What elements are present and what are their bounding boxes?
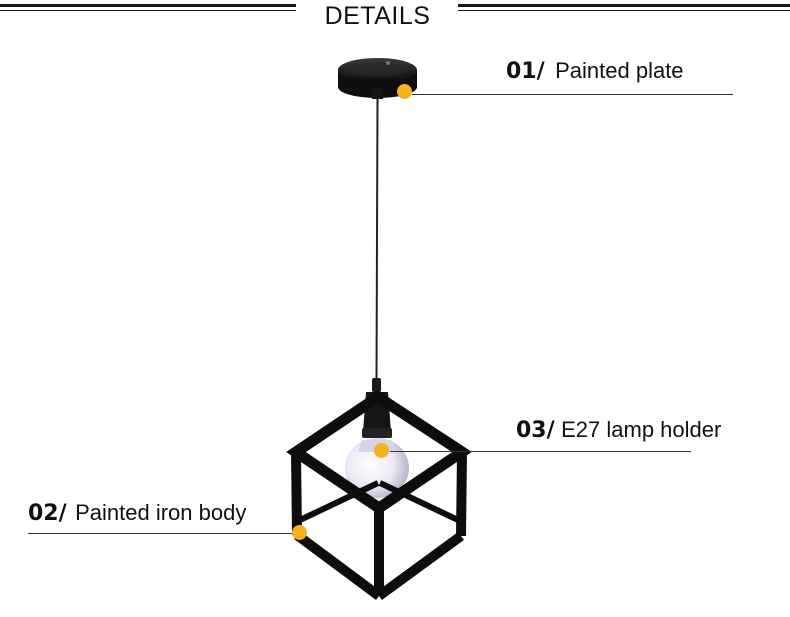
light-bulb [345,438,409,498]
callout-marker-dot [374,443,389,458]
callout-leader-line [28,533,300,534]
callout-marker-dot [292,525,307,540]
page-title: DETAILS [324,2,431,30]
iron-cube-frame [286,390,472,601]
header-rule-right [458,4,790,13]
ceiling-plate [338,58,417,99]
power-cord [375,98,379,381]
callout-iron-body: 02/ Painted iron body [28,500,246,526]
callout-label: Painted plate [555,58,684,83]
callout-number: 02/ [28,501,67,526]
callout-leader-line [412,94,733,95]
callout-label: Painted iron body [75,500,247,525]
callout-number: 01/ [506,59,545,84]
callout-painted-plate: 01/ Painted plate [506,58,684,84]
callout-marker-dot [397,84,412,99]
callout-leader-line [390,451,691,452]
header-rule-left [0,4,296,13]
callout-lamp-holder: 03/ E27 lamp holder [516,417,721,443]
callout-label: E27 lamp holder [561,417,722,442]
callout-number: 03/ [516,418,555,443]
